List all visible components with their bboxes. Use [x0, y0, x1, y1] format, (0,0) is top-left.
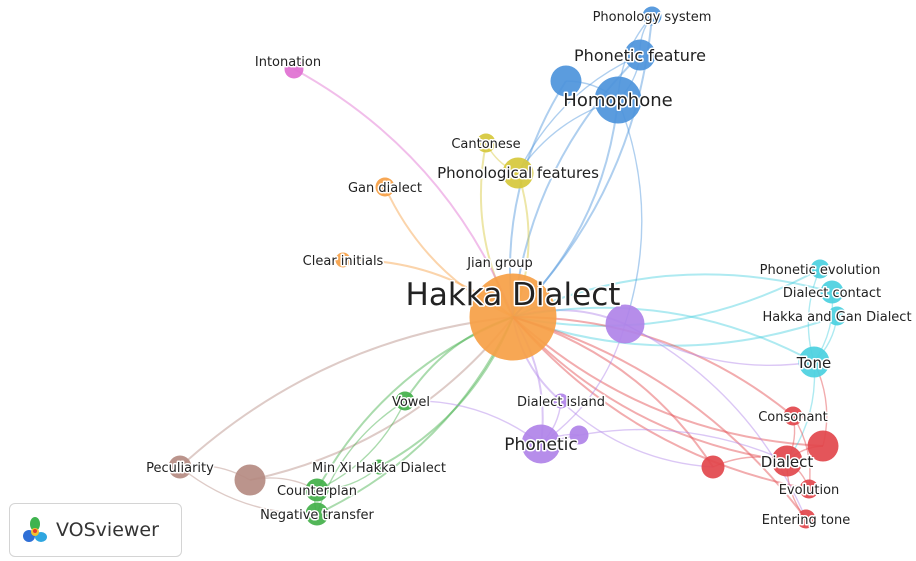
label-hakkagan[interactable]: Hakka and Gan Dialect: [761, 309, 913, 327]
node-gan[interactable]: [375, 177, 395, 197]
edge-hakka-contact: [512, 273, 833, 318]
edge-hakka-intonation: [293, 68, 514, 318]
label-peculiarity[interactable]: Peculiarity: [145, 460, 216, 478]
node-entering[interactable]: [796, 509, 816, 529]
edge-vowel-counterplan: [316, 400, 406, 491]
label-tone[interactable]: Tone: [794, 353, 833, 374]
vosviewer-badge[interactable]: VOSviewer: [9, 503, 182, 557]
label-island[interactable]: Dialect island: [515, 394, 606, 412]
node-phonfeat[interactable]: [624, 39, 656, 71]
node-tone[interactable]: [798, 346, 830, 378]
node-negative[interactable]: [305, 502, 329, 526]
node-consonant[interactable]: [783, 406, 803, 426]
label-phonological[interactable]: Phonological features: [436, 163, 601, 184]
edge-island-red_unl2: [560, 400, 714, 468]
label-minxi[interactable]: Min Xi Hakka Dialect: [311, 460, 448, 478]
node-purple_unl[interactable]: [605, 304, 645, 344]
node-cantonese[interactable]: [476, 133, 496, 153]
node-minxi[interactable]: [371, 459, 387, 475]
label-phonetic[interactable]: Phonetic: [503, 434, 579, 457]
label-layer: Hakka Dialect Jian group Clear initials Gan…: [145, 9, 913, 530]
edge-homophone-purple_unl: [617, 99, 643, 325]
node-brown_unl[interactable]: [234, 464, 266, 496]
node-counterplan[interactable]: [305, 478, 329, 502]
label-gan[interactable]: Gan dialect: [346, 180, 423, 198]
node-vowel[interactable]: [395, 391, 415, 411]
node-dialect[interactable]: [771, 445, 803, 477]
node-peculiarity[interactable]: [168, 455, 192, 479]
label-hakka[interactable]: Hakka Dialect: [404, 276, 622, 315]
edge-hakka-brown_unl: [249, 316, 514, 481]
node-phonetic[interactable]: [521, 424, 561, 464]
label-vowel[interactable]: Vowel: [390, 394, 431, 412]
node-phonsys[interactable]: [642, 6, 662, 26]
label-counterplan[interactable]: Counterplan: [275, 483, 358, 501]
label-intonation[interactable]: Intonation: [253, 54, 322, 72]
label-negative[interactable]: Negative transfer: [259, 507, 376, 525]
edge-hakka-evolution: [512, 316, 810, 490]
node-evolution[interactable]: [799, 479, 819, 499]
label-evolution[interactable]: Evolution: [777, 482, 841, 500]
label-jian[interactable]: Jian group: [465, 255, 535, 273]
node-red_unl1[interactable]: [807, 430, 839, 462]
label-homophone[interactable]: Homophone: [562, 89, 674, 113]
label-phonsys[interactable]: Phonology system: [591, 9, 713, 27]
node-blue_unl[interactable]: [550, 65, 582, 97]
label-dialect[interactable]: Dialect: [759, 452, 815, 473]
label-cantonese[interactable]: Cantonese: [450, 136, 522, 154]
edge-hakka-entering: [512, 316, 807, 520]
node-contact[interactable]: [820, 280, 844, 304]
node-phonological[interactable]: [502, 157, 534, 189]
node-clear[interactable]: [335, 252, 351, 268]
label-contact[interactable]: Dialect contact: [781, 285, 882, 303]
node-layer: [168, 6, 847, 529]
node-homophone[interactable]: [594, 76, 642, 124]
edge-peculiarity-negative: [179, 466, 318, 515]
label-pevo[interactable]: Phonetic evolution: [758, 262, 882, 280]
edge-purple_unl-tone: [624, 323, 815, 366]
node-island[interactable]: [553, 393, 569, 409]
edge-phonfeat-phonological: [517, 54, 641, 174]
label-clear[interactable]: Clear initials: [301, 253, 385, 271]
edge-hakka-red_unl1: [512, 316, 824, 447]
vosviewer-brand-text: VOSviewer: [56, 519, 159, 541]
vosviewer-logo-icon: [23, 517, 47, 542]
node-purple_sm[interactable]: [569, 425, 589, 445]
label-phonfeat[interactable]: Phonetic feature: [573, 45, 708, 67]
label-consonant[interactable]: Consonant: [757, 409, 830, 427]
node-hakka[interactable]: [469, 273, 557, 361]
node-hakkagan[interactable]: [827, 306, 847, 326]
edge-purple_unl-entering: [624, 323, 807, 520]
edge-hakka-hakkagan: [512, 315, 838, 347]
node-intonation[interactable]: [284, 59, 304, 79]
label-entering[interactable]: Entering tone: [760, 512, 851, 530]
node-red_unl2[interactable]: [701, 455, 725, 479]
edge-hakka-peculiarity: [179, 316, 514, 468]
node-pevo[interactable]: [810, 259, 830, 279]
